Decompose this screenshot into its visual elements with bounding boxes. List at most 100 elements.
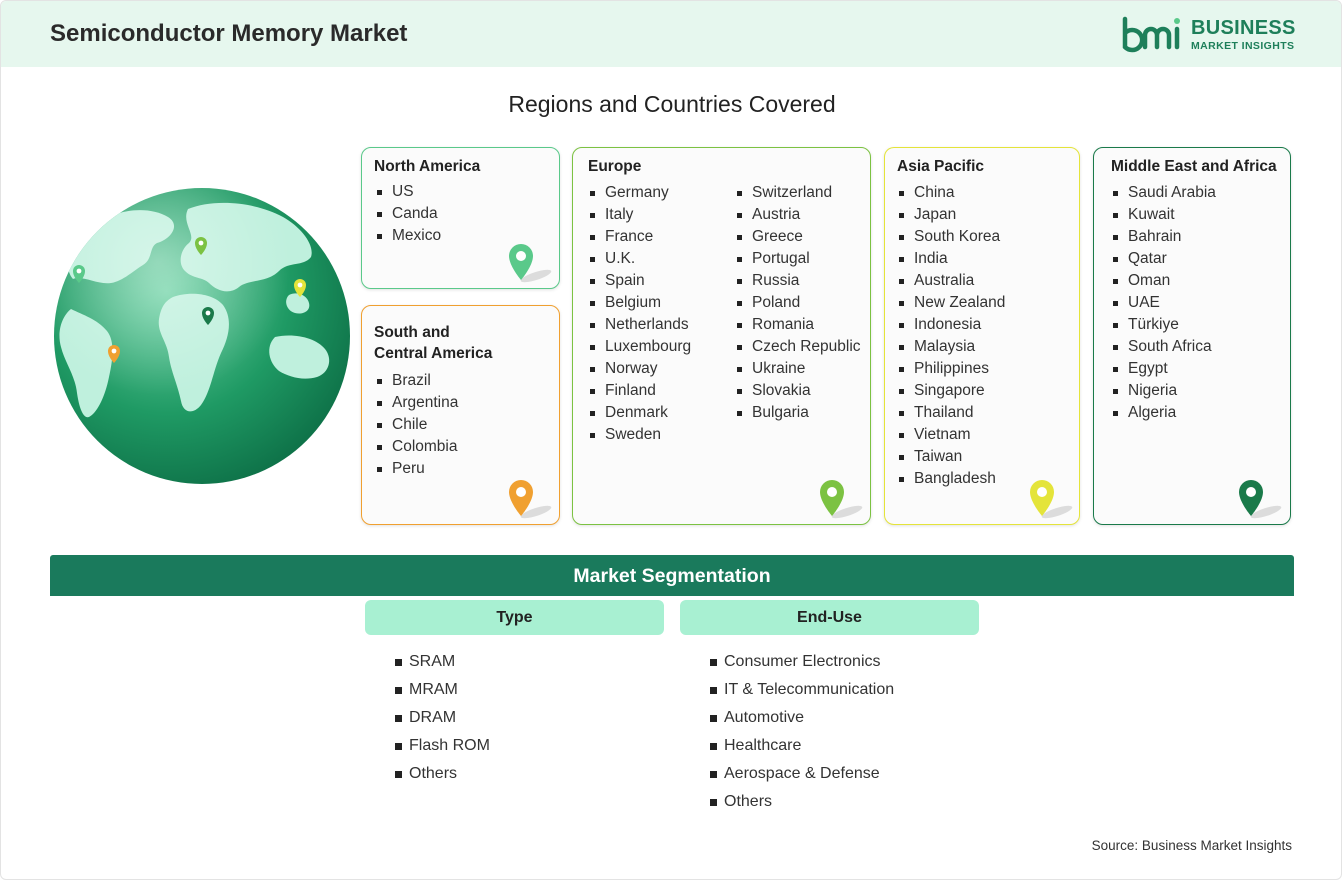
list-item: Colombia bbox=[375, 436, 458, 458]
page-title: Semiconductor Memory Market bbox=[50, 20, 408, 47]
list-item: DRAM bbox=[395, 704, 490, 732]
list-item: Finland bbox=[588, 380, 691, 402]
list-item: Taiwan bbox=[897, 446, 1005, 468]
list-item: Indonesia bbox=[897, 314, 1005, 336]
country-list-col-2: Switzerland Austria Greece Portugal Russ… bbox=[735, 182, 861, 424]
list-item: Norway bbox=[588, 358, 691, 380]
list-item: Luxembourg bbox=[588, 336, 691, 358]
list-item: Thailand bbox=[897, 402, 1005, 424]
list-item: Chile bbox=[375, 414, 458, 436]
list-item: Peru bbox=[375, 458, 458, 480]
list-item: Brazil bbox=[375, 370, 458, 392]
list-item: Malaysia bbox=[897, 336, 1005, 358]
list-item: Sweden bbox=[588, 424, 691, 446]
region-name: Europe bbox=[588, 158, 642, 175]
list-item: Mexico bbox=[375, 225, 441, 247]
map-pin-icon bbox=[820, 480, 863, 519]
map-pin-icon bbox=[1239, 480, 1282, 519]
list-item: Philippines bbox=[897, 358, 1005, 380]
list-item: Türkiye bbox=[1111, 314, 1216, 336]
list-item: Russia bbox=[735, 270, 861, 292]
list-item: Egypt bbox=[1111, 358, 1216, 380]
list-item: Denmark bbox=[588, 402, 691, 424]
list-item: Qatar bbox=[1111, 248, 1216, 270]
list-item: Bangladesh bbox=[897, 468, 1005, 490]
list-item: Italy bbox=[588, 204, 691, 226]
region-card-south-central-america: South and Central America Brazil Argenti… bbox=[361, 305, 560, 525]
list-item: Spain bbox=[588, 270, 691, 292]
list-item: Canda bbox=[375, 203, 441, 225]
region-card-asia-pacific: Asia Pacific China Japan South Korea Ind… bbox=[884, 147, 1080, 525]
list-item: Aerospace & Defense bbox=[710, 760, 894, 788]
list-item: Germany bbox=[588, 182, 691, 204]
list-item: U.K. bbox=[588, 248, 691, 270]
globe-pin-north-america bbox=[73, 265, 85, 283]
list-item: China bbox=[897, 182, 1005, 204]
segmentation-header-bar: Market Segmentation bbox=[50, 555, 1294, 596]
globe-illustration bbox=[54, 188, 350, 484]
list-item: MRAM bbox=[395, 676, 490, 704]
header-bar: Semiconductor Memory Market BUSINESS MAR… bbox=[1, 1, 1341, 67]
map-pin-icon bbox=[1030, 480, 1073, 519]
region-name: Middle East and Africa bbox=[1111, 158, 1277, 175]
region-card-europe: Europe Germany Italy France U.K. Spain B… bbox=[572, 147, 871, 525]
region-card-north-america: North America US Canda Mexico bbox=[361, 147, 560, 289]
list-item: Czech Republic bbox=[735, 336, 861, 358]
map-pin-icon bbox=[509, 244, 552, 283]
regions-section-title: Regions and Countries Covered bbox=[508, 91, 836, 117]
list-item: Singapore bbox=[897, 380, 1005, 402]
list-item: Australia bbox=[897, 270, 1005, 292]
logo-text-business: BUSINESS bbox=[1191, 17, 1296, 39]
list-item: Others bbox=[395, 760, 490, 788]
region-card-middle-east-africa: Middle East and Africa Saudi Arabia Kuwa… bbox=[1093, 147, 1291, 525]
list-item: Nigeria bbox=[1111, 380, 1216, 402]
country-list: Brazil Argentina Chile Colombia Peru bbox=[375, 370, 458, 480]
list-item: Romania bbox=[735, 314, 861, 336]
country-list: China Japan South Korea India Australia … bbox=[897, 182, 1005, 490]
list-item: US bbox=[375, 181, 441, 203]
country-list: US Canda Mexico bbox=[375, 181, 441, 247]
bmi-logo: BUSINESS MARKET INSIGHTS bbox=[1121, 15, 1301, 55]
list-item: IT & Telecommunication bbox=[710, 676, 894, 704]
region-name-line-2: Central America bbox=[374, 345, 493, 362]
list-item: Others bbox=[710, 788, 894, 816]
list-item: Slovakia bbox=[735, 380, 861, 402]
list-item: Oman bbox=[1111, 270, 1216, 292]
segment-list-end-use: Consumer Electronics IT & Telecommunicat… bbox=[710, 648, 894, 816]
list-item: South Africa bbox=[1111, 336, 1216, 358]
list-item: Austria bbox=[735, 204, 861, 226]
globe-pin-asia-pacific bbox=[294, 279, 306, 297]
list-item: New Zealand bbox=[897, 292, 1005, 314]
list-item: France bbox=[588, 226, 691, 248]
list-item: Bahrain bbox=[1111, 226, 1216, 248]
region-name-line-1: South and bbox=[374, 324, 450, 341]
list-item: Kuwait bbox=[1111, 204, 1216, 226]
globe-pin-middle-east-africa bbox=[202, 307, 214, 325]
list-item: Belgium bbox=[588, 292, 691, 314]
country-list: Saudi Arabia Kuwait Bahrain Qatar Oman U… bbox=[1111, 182, 1216, 424]
list-item: Argentina bbox=[375, 392, 458, 414]
segment-header-end-use: End-Use bbox=[680, 600, 979, 635]
list-item: Netherlands bbox=[588, 314, 691, 336]
globe-pin-south-america bbox=[108, 345, 120, 363]
list-item: Portugal bbox=[735, 248, 861, 270]
list-item: SRAM bbox=[395, 648, 490, 676]
list-item: Japan bbox=[897, 204, 1005, 226]
segmentation-title: Market Segmentation bbox=[573, 565, 771, 587]
globe-pin-europe bbox=[195, 237, 207, 255]
list-item: UAE bbox=[1111, 292, 1216, 314]
list-item: Greece bbox=[735, 226, 861, 248]
list-item: Poland bbox=[735, 292, 861, 314]
list-item: Switzerland bbox=[735, 182, 861, 204]
list-item: Algeria bbox=[1111, 402, 1216, 424]
list-item: Bulgaria bbox=[735, 402, 861, 424]
segment-header-type: Type bbox=[365, 600, 664, 635]
map-pin-icon bbox=[509, 480, 552, 519]
list-item: Saudi Arabia bbox=[1111, 182, 1216, 204]
list-item: Vietnam bbox=[897, 424, 1005, 446]
list-item: Healthcare bbox=[710, 732, 894, 760]
list-item: Automotive bbox=[710, 704, 894, 732]
country-list-col-1: Germany Italy France U.K. Spain Belgium … bbox=[588, 182, 691, 446]
list-item: India bbox=[897, 248, 1005, 270]
